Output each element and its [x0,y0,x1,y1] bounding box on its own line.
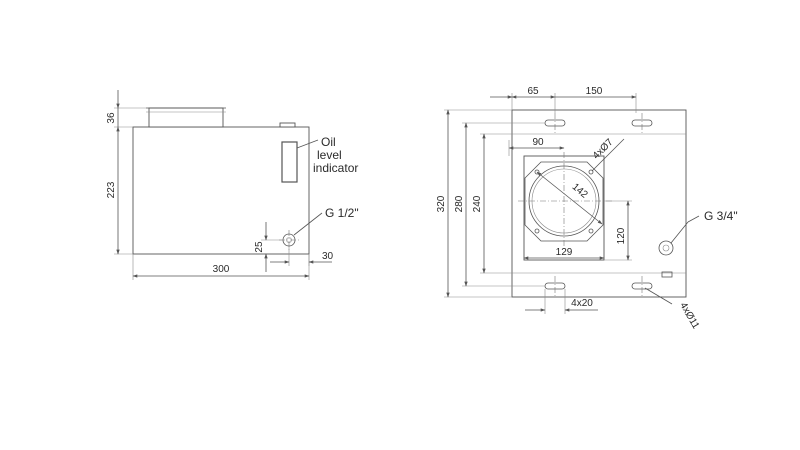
oil-indicator-callout-line3: indicator [313,161,358,175]
dim-tank-height: 223 [106,181,117,198]
dim-slot-size: 4x20 [571,298,593,309]
dim-total-depth: 320 [436,195,447,212]
outlet-port-callout: G 3/4" [704,209,738,223]
mounting-slots [544,113,653,296]
dim-cap-height: 36 [106,112,117,124]
dim-port-offset: 30 [322,251,334,262]
breather-boss [279,122,296,128]
dim-flange-height: 120 [616,227,627,244]
dim-hole-offset-x: 65 [527,86,539,97]
oil-indicator-callout-line1: Oil [321,135,336,149]
side-view: Oil level indicator G 1/2" 36 223 300 25 [106,90,359,280]
dim-port-height: 25 [254,241,265,253]
dim-tank-width: 300 [213,264,230,275]
dim-opening-depth: 240 [472,195,483,212]
top-view: 142 4xØ7 G 3/4" 4xØ11 65 [436,86,738,331]
dim-flange-width: 129 [556,247,573,258]
oil-level-indicator [281,141,298,183]
dim-hole-spacing-x: 150 [586,86,603,97]
tank-body [132,126,310,255]
flange-octagon [524,161,604,242]
outlet-port [658,240,674,256]
dim-hole-spacing-y: 280 [454,195,465,212]
return-port-callout: G 1/2" [325,206,359,220]
filler-cap [148,107,224,128]
oil-indicator-callout-line2: level [317,148,342,162]
dim-flange-offset: 90 [532,137,544,148]
mount-holes-callout: 4xØ11 [677,301,701,332]
